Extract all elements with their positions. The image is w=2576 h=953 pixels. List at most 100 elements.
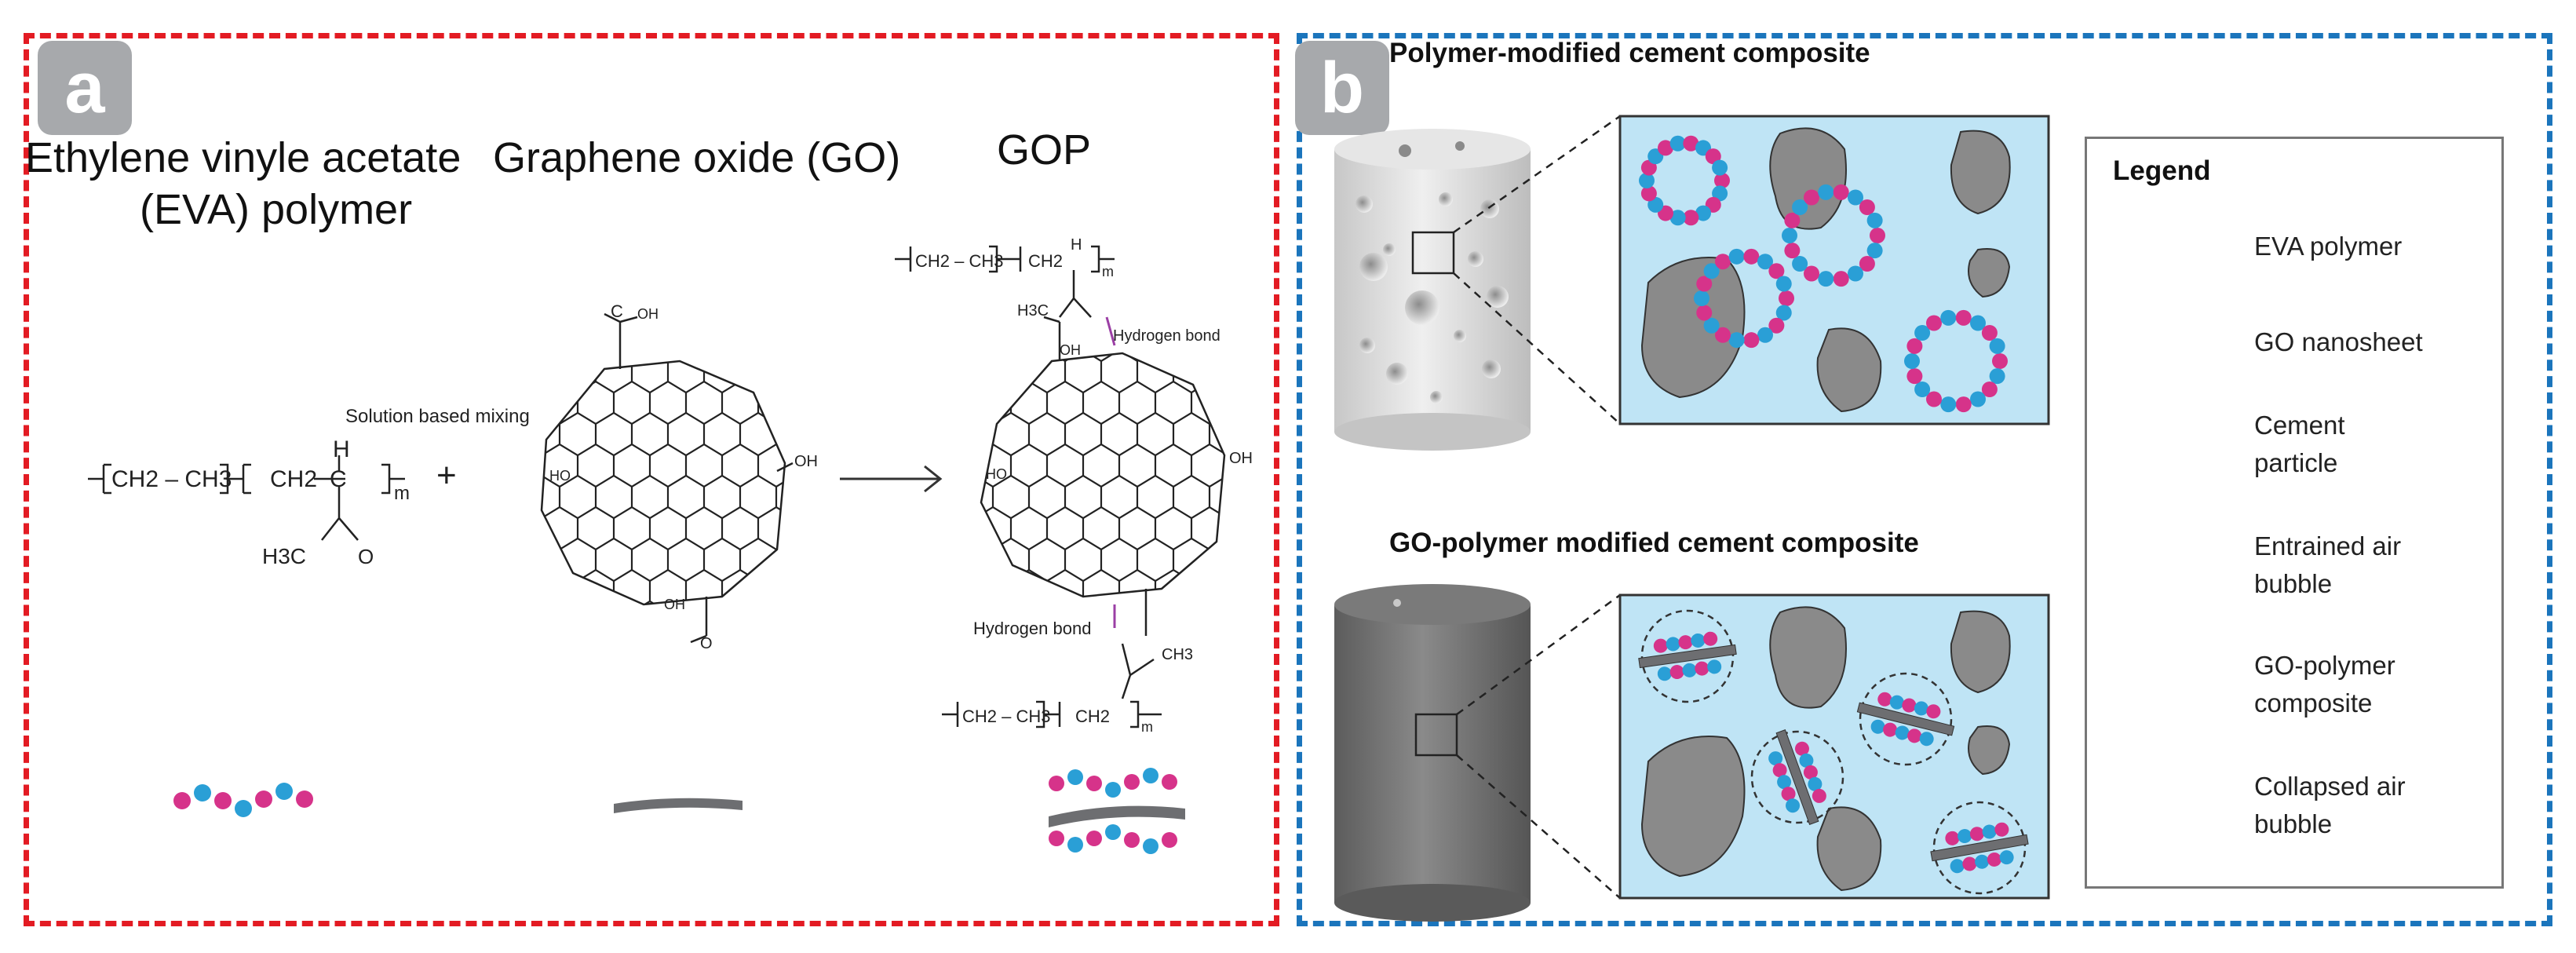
composite-bead	[1794, 741, 1809, 756]
composite-bead	[1691, 633, 1706, 648]
composite-bead	[1653, 638, 1668, 653]
mixing-label: Solution based mixing	[345, 406, 530, 427]
bubble-bead	[1940, 396, 1957, 413]
bubble-bead	[1728, 332, 1745, 349]
panel-a-badge: a	[38, 41, 132, 135]
zoom-box-bottom	[1414, 713, 1458, 757]
bubble-bead	[1705, 148, 1721, 165]
gop-composite-icon	[1049, 768, 1185, 854]
bubble-bead	[1870, 228, 1885, 243]
gop-ch2-ch3-top: CH2 – CH3	[915, 251, 1003, 271]
composite-bead	[1768, 751, 1783, 766]
composite-bead	[1678, 635, 1693, 650]
composite-bead	[1786, 798, 1801, 813]
composite-bead	[1982, 824, 1997, 839]
go-polymer-composites-bottom	[1638, 609, 2029, 895]
composite-bead	[1703, 631, 1718, 646]
bubble-bead	[1833, 271, 1849, 287]
bubble-bead	[1695, 205, 1711, 221]
eva-h: H	[333, 436, 350, 462]
bubble-bead	[1866, 212, 1883, 228]
go-oh-top: OH	[637, 306, 659, 322]
composite-bead	[1781, 787, 1796, 801]
composite-bead	[1994, 822, 2009, 837]
composite-go-sheet	[1775, 729, 1819, 825]
composite-bead	[1958, 829, 1972, 844]
composite-go-sheet	[1930, 834, 2029, 862]
gop-h-top: H	[1071, 236, 1082, 254]
zoom-lines-top	[1453, 115, 1621, 425]
bubble-bead	[1914, 325, 1931, 341]
bubble-bead	[1981, 381, 1998, 397]
legend-label-air-2: bubble	[2254, 569, 2333, 598]
plus-sign: +	[436, 456, 457, 495]
zoom-box-top	[1411, 231, 1455, 275]
go-sheet-structure	[540, 312, 794, 644]
bubble-bead	[1683, 135, 1699, 152]
composite-bead	[1808, 776, 1823, 791]
bubble-bead	[1703, 263, 1720, 279]
go-polymer-composite	[1750, 729, 1844, 825]
go-nanosheet-icon	[614, 798, 743, 813]
gop-title: GOP	[997, 126, 1092, 173]
hydrogen-bond-bottom: Hydrogen bond	[973, 619, 1091, 638]
eva-formula	[88, 455, 405, 541]
panel-b-frame	[1297, 33, 2552, 926]
legend-label-gop-2: composite	[2254, 688, 2373, 717]
composite-bead	[1987, 852, 2001, 867]
bubble-bead	[1906, 368, 1923, 385]
bubble-bead	[1804, 189, 1819, 206]
composite-bead	[1969, 827, 1984, 842]
panel-a-frame	[24, 33, 1279, 926]
bubble-bead	[1818, 271, 1834, 287]
composite-bead	[1657, 666, 1672, 681]
bubble-bead	[1694, 290, 1709, 306]
gop-ch2-top: CH2	[1028, 251, 1063, 271]
eva-title-line2: (EVA) polymer	[140, 186, 413, 233]
bubble-bead	[1784, 243, 1801, 259]
composite-bead	[1902, 698, 1917, 713]
bubble-bead	[1768, 317, 1785, 334]
bubble-bead	[1715, 254, 1731, 270]
bubble-bead	[1757, 327, 1773, 343]
bubble-bead	[1647, 196, 1664, 213]
gop-oh-right: OH	[1229, 450, 1253, 467]
composite-go-sheet	[1638, 644, 1737, 669]
composite-bead	[1870, 719, 1885, 734]
composite-bead	[1669, 665, 1684, 680]
go-ho-left: HO	[549, 468, 571, 484]
bubble-bead	[1779, 290, 1794, 306]
legend-label-cement-2: particle	[2254, 448, 2338, 477]
bubble-bead	[1804, 265, 1819, 282]
gop-ho-left: HO	[986, 466, 1007, 482]
bubble-bead	[1775, 305, 1792, 321]
bubble-bead	[1712, 159, 1728, 176]
composite-bead	[1877, 692, 1892, 707]
gop-oh-top: OH	[1060, 342, 1081, 358]
bubble-bead	[1696, 305, 1713, 321]
bubble-bead	[1743, 332, 1760, 349]
composite-bead	[1962, 856, 1977, 871]
bubble-bead	[1714, 173, 1730, 188]
composite-go-sheet	[1856, 702, 1955, 736]
bubble-bead	[1818, 184, 1834, 200]
bubble-bead	[1782, 228, 1797, 243]
legend-label-air-1: Entrained air	[2254, 531, 2402, 560]
eva-title-line1: Ethylene vinyle acetate	[25, 134, 462, 181]
composite-bead	[1914, 701, 1928, 716]
go-polymer-composite	[1638, 609, 1737, 703]
bottom-composite-title: GO-polymer modified cement composite	[1389, 528, 1919, 558]
bubble-bead	[1743, 248, 1760, 265]
zoom-lines-bottom	[1456, 593, 1621, 899]
bubble-bead	[1792, 199, 1808, 216]
go-o-bottom: O	[700, 635, 713, 652]
bubble-bead	[1640, 185, 1657, 202]
bubble-bead	[1926, 391, 1942, 407]
legend-label-gop-1: GO-polymer	[2254, 651, 2395, 680]
eva-o: O	[358, 545, 374, 568]
composite-bead	[1919, 732, 1934, 747]
bubble-bead	[1669, 210, 1686, 226]
bubble-bead	[1955, 396, 1972, 413]
go-oh-right: OH	[794, 453, 818, 470]
go-polymer-composite	[1856, 672, 1955, 766]
